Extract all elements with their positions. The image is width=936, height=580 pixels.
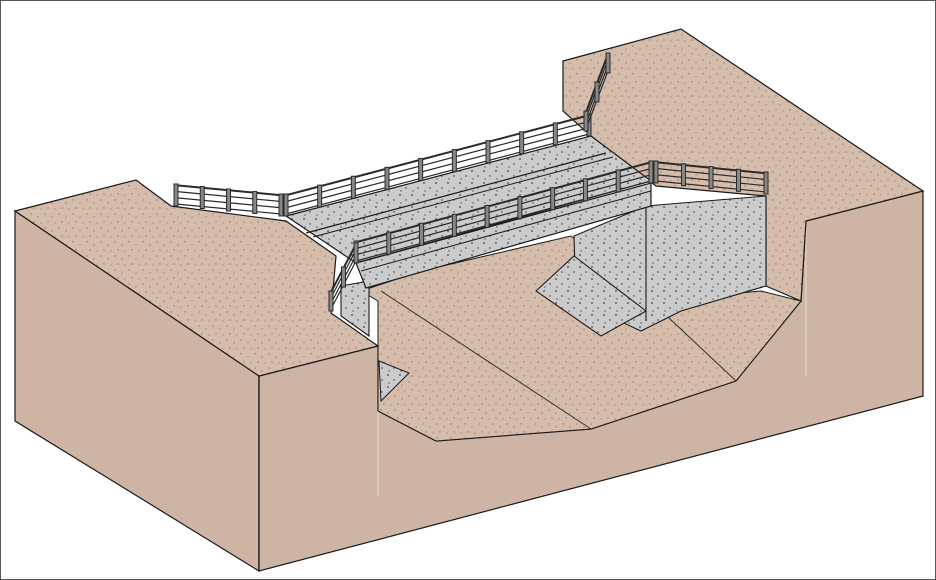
railing-post (419, 222, 425, 246)
railing-post (736, 168, 741, 192)
railing-post (278, 193, 284, 217)
left-wing-railing (328, 242, 359, 312)
railing-post (341, 266, 346, 288)
deck-joint (312, 156, 614, 238)
railing-post (615, 169, 621, 193)
railing-post (550, 187, 556, 211)
railing-post (283, 193, 289, 217)
deck-joint (305, 152, 607, 234)
railing-post (594, 81, 600, 103)
railing-bar (355, 174, 652, 256)
left-bank-top (13, 179, 380, 377)
railing-bar (285, 114, 590, 197)
railing-post (328, 290, 334, 312)
railing-bar (355, 167, 652, 250)
near-bridge-railing (353, 160, 654, 264)
left-abutment (340, 280, 370, 338)
railing-post (653, 160, 659, 184)
railing-post (484, 204, 490, 228)
railing-post (350, 175, 356, 199)
railing-post (451, 149, 457, 173)
railing-bar (285, 127, 590, 209)
railing-bar (355, 161, 652, 244)
left-wingwall-lower (378, 360, 410, 403)
railing-post (226, 188, 231, 212)
railing-post (605, 52, 611, 74)
far-bridge-railing (283, 113, 592, 217)
railing-post (582, 178, 588, 202)
railing-post (199, 186, 205, 209)
channel-line (380, 290, 592, 430)
railing-post (708, 166, 714, 189)
railing-bar (285, 133, 590, 215)
right-wing-railing (583, 52, 611, 132)
railing-post (583, 110, 589, 132)
railing-post (418, 157, 424, 181)
railing-post (384, 166, 390, 190)
railing-post (552, 122, 558, 146)
railing-post (173, 183, 179, 207)
railing-post (353, 242, 359, 264)
right-approach-railing (653, 160, 769, 195)
railing-post (485, 140, 491, 164)
railing-post (681, 163, 686, 187)
railing-post (252, 191, 258, 214)
railings (173, 52, 769, 312)
railing-post (519, 131, 525, 155)
railing-post (763, 171, 769, 195)
girder-line (360, 190, 652, 272)
railing-post (317, 184, 323, 208)
railing-post (386, 231, 392, 255)
railing-post (648, 160, 654, 184)
left-approach-railing (173, 183, 284, 217)
railing-post (451, 213, 457, 237)
railing-post (517, 196, 523, 220)
railing-bar (285, 120, 590, 203)
railing-bar (355, 180, 652, 262)
